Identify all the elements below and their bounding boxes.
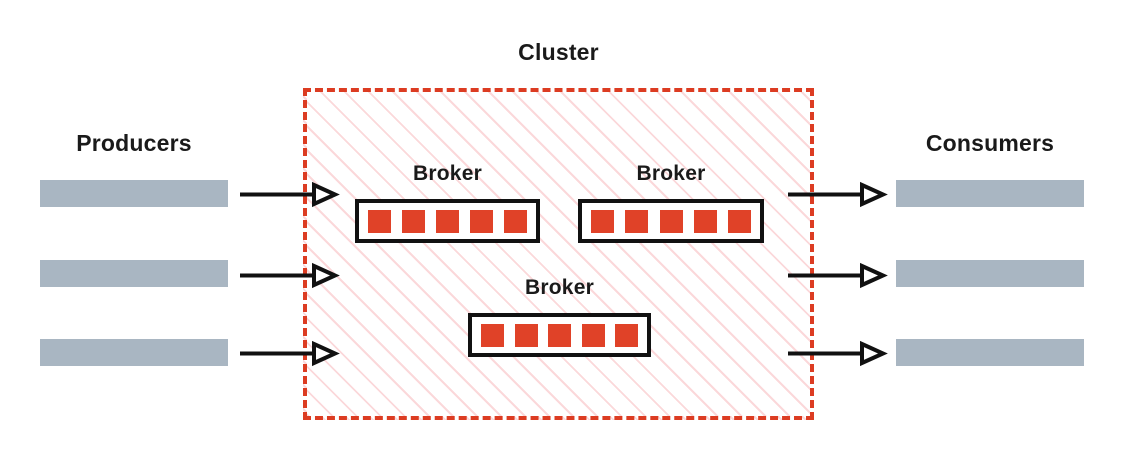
arrow-producer-1 [240,181,340,208]
partition-cell [581,323,605,347]
arrow-consumer-3 [788,340,888,367]
broker-label-3: Broker [525,276,594,299]
arrow-consumer-2 [788,262,888,289]
cluster-label: Cluster [518,39,599,65]
partition-cell [504,209,527,233]
partition-cell [402,209,425,233]
broker-box-3[interactable] [468,313,651,357]
producer-bar-2[interactable] [40,260,228,287]
partition-cell [368,209,391,233]
partition-cell [514,323,538,347]
broker-label-2: Broker [636,162,706,185]
partition-cell [728,209,751,233]
partition-cell [693,209,717,233]
consumer-bar-2[interactable] [896,260,1084,287]
arrow-consumer-1 [788,181,888,208]
broker-label-1: Broker [413,162,482,185]
consumer-bar-3[interactable] [896,339,1084,366]
partition-cell [659,209,683,233]
arrow-producer-3 [240,340,340,367]
consumer-bar-1[interactable] [896,180,1084,207]
cluster-region [303,88,814,420]
arrow-producer-2 [240,262,340,289]
producer-bar-1[interactable] [40,180,228,207]
partition-cell [591,209,614,233]
broker-box-1[interactable] [355,199,540,243]
partition-cell [548,323,571,347]
partition-cell [470,209,493,233]
partition-cell [481,323,504,347]
consumers-label: Consumers [925,130,1055,156]
partition-cell [615,323,638,347]
partition-cell [436,209,459,233]
producers-label: Producers [76,130,192,156]
broker-box-2[interactable] [578,199,764,243]
partition-cell [625,209,649,233]
producer-bar-3[interactable] [40,339,228,366]
